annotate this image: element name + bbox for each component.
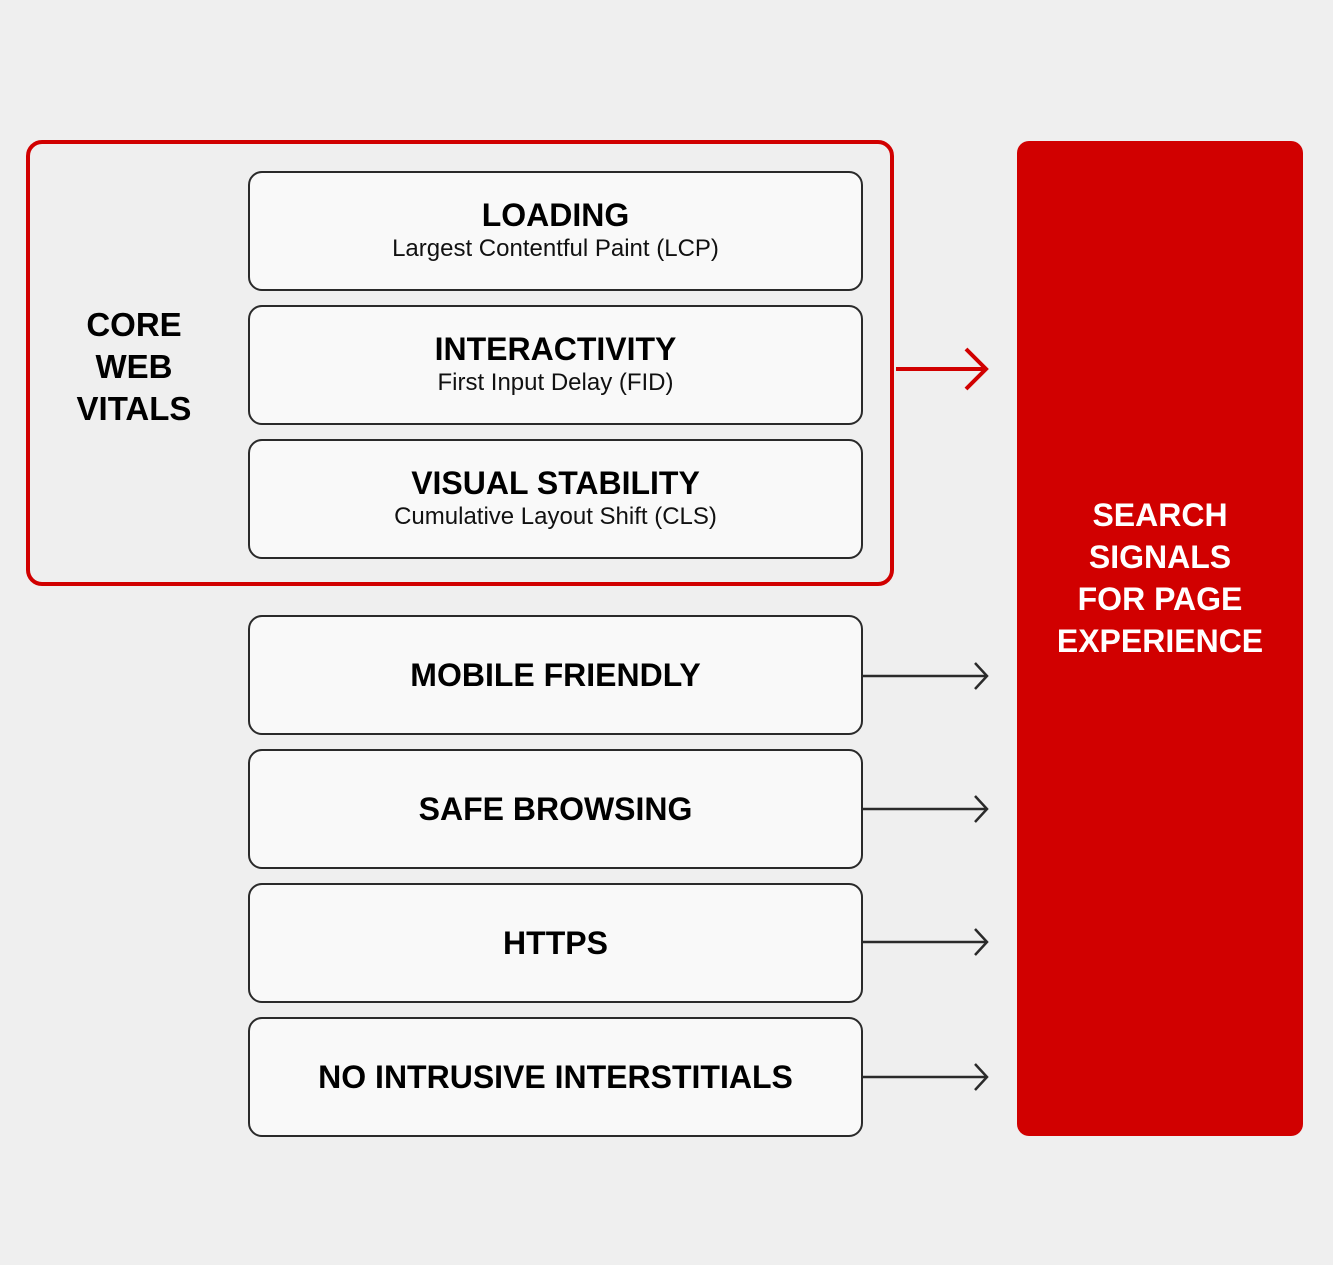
core-web-vitals-label: CORE WEB VITALS	[60, 304, 208, 430]
signal-box-mobile-friendly: MOBILE FRIENDLY	[248, 615, 863, 735]
signal-title: SAFE BROWSING	[418, 791, 693, 827]
metric-box-interactivity: INTERACTIVITY First Input Delay (FID)	[248, 305, 863, 425]
mobile-friendly-arrow	[863, 662, 989, 690]
signal-box-safe-browsing: SAFE BROWSING	[248, 749, 863, 869]
core-web-vitals-label-line: CORE	[86, 306, 182, 343]
metric-subtitle: Largest Contentful Paint (LCP)	[392, 235, 719, 262]
signal-title: HTTPS	[503, 925, 608, 961]
metric-subtitle: First Input Delay (FID)	[437, 369, 674, 396]
metric-box-loading: LOADING Largest Contentful Paint (LCP)	[248, 171, 863, 291]
signal-box-no-intrusive-interstitials: NO INTRUSIVE INTERSTITIALS	[248, 1017, 863, 1137]
signal-title: MOBILE FRIENDLY	[410, 657, 701, 693]
core-web-vitals-label-line: WEB	[95, 348, 173, 385]
metric-subtitle: Cumulative Layout Shift (CLS)	[394, 503, 717, 530]
signal-title: NO INTRUSIVE INTERSTITIALS	[318, 1059, 793, 1095]
page-experience-target: SEARCH SIGNALS FOR PAGE EXPERIENCE	[1017, 141, 1303, 1136]
core-web-vitals-arrow	[896, 347, 989, 391]
metric-title: LOADING	[481, 197, 630, 233]
metric-title: VISUAL STABILITY	[411, 465, 700, 501]
signal-box-https: HTTPS	[248, 883, 863, 1003]
https-arrow	[863, 928, 989, 956]
safe-browsing-arrow	[863, 795, 989, 823]
core-web-vitals-label-line: VITALS	[76, 390, 192, 427]
no-intrusive-interstitials-arrow	[863, 1063, 989, 1091]
core-web-vitals-group	[26, 140, 894, 586]
metric-box-visual-stability: VISUAL STABILITY Cumulative Layout Shift…	[248, 439, 863, 559]
metric-title: INTERACTIVITY	[434, 331, 677, 367]
page-experience-label: SEARCH SIGNALS FOR PAGE EXPERIENCE	[1056, 497, 1264, 659]
